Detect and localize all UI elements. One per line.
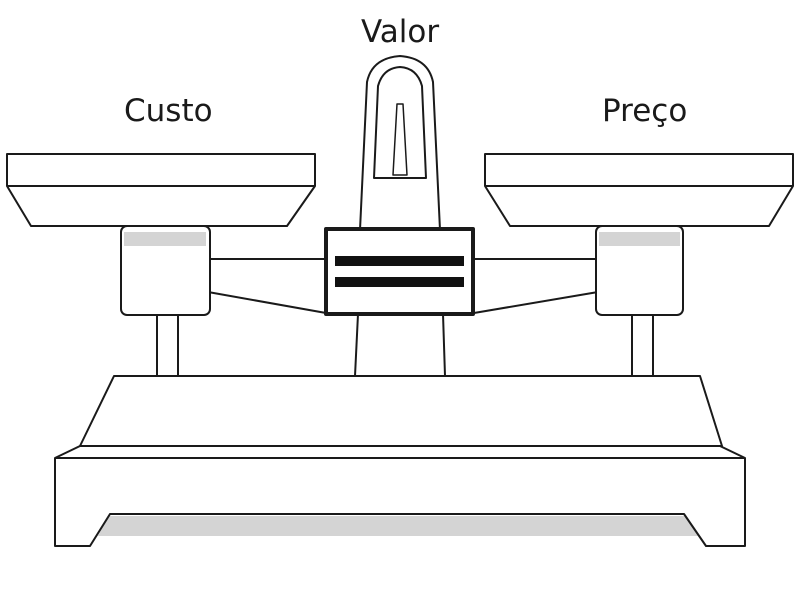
- label-preco: Preço: [602, 93, 688, 129]
- equals-sign-icon: [335, 256, 464, 287]
- label-custo: Custo: [124, 93, 213, 129]
- left-leg: [156, 312, 179, 377]
- right-beam-bottom: [473, 291, 599, 314]
- scale-body: [79, 375, 723, 447]
- center-pillar-lower: [354, 313, 446, 377]
- left-beam-bottom: [207, 291, 327, 314]
- right-leg: [631, 312, 654, 377]
- equals-box: [324, 227, 475, 316]
- indicator-needle: [392, 103, 408, 176]
- label-valor: Valor: [361, 14, 440, 50]
- left-pan: [6, 153, 316, 227]
- right-pan: [484, 153, 794, 227]
- base-shadow: [98, 516, 705, 536]
